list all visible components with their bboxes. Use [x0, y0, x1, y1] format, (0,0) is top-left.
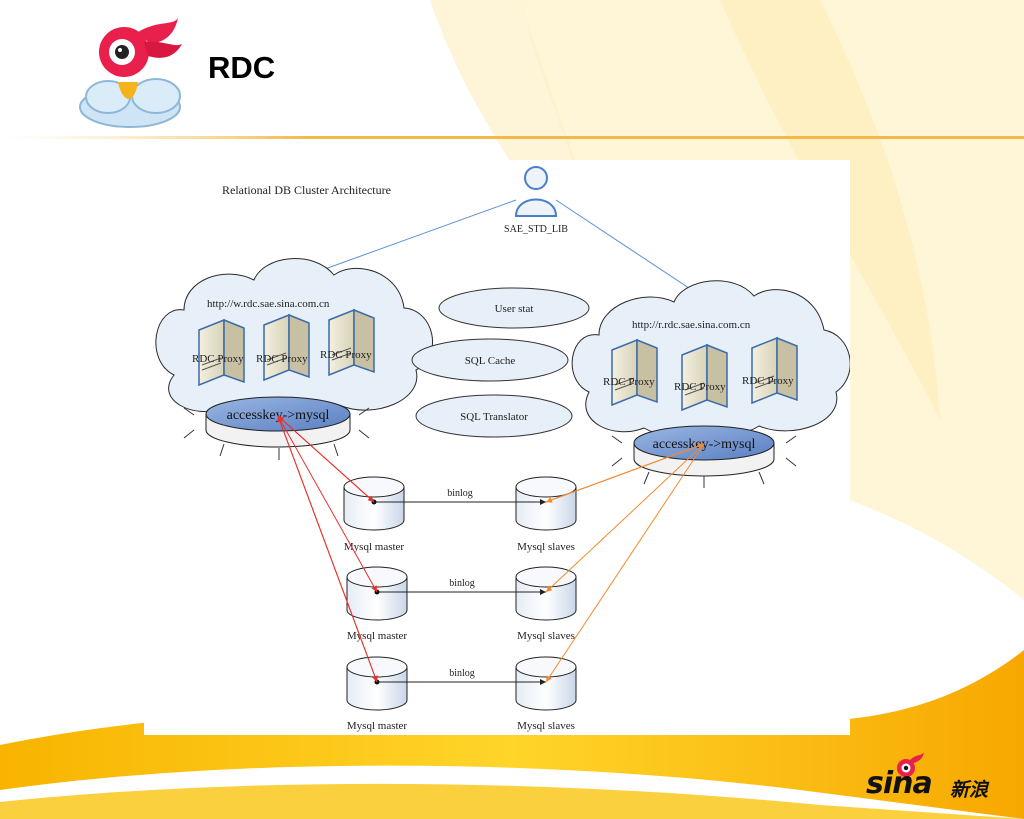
read-cluster-url: http://r.rdc.sae.sina.com.cn — [632, 319, 751, 331]
write-proxy-server-3 — [328, 308, 375, 377]
brand-chinese: 新浪 — [950, 779, 989, 801]
architecture-diagram: Relational DB Cluster Architecture SAE_S… — [144, 160, 850, 735]
service-user-stat: User stat — [438, 287, 590, 329]
read-proxy-label-2: RDC Proxy — [674, 381, 726, 393]
read-links — [545, 443, 705, 683]
read-router-disk — [611, 425, 797, 488]
mysql-slave-1 — [515, 476, 577, 531]
binlog-label-1: binlog — [447, 488, 473, 499]
service-sql-translator: SQL Translator — [415, 394, 573, 438]
binlog-label-2: binlog — [449, 578, 475, 589]
master-label-1: Mysql master — [344, 541, 405, 553]
mysql-master-2 — [346, 566, 408, 621]
write-proxy-server-1 — [198, 318, 245, 387]
service-label-sql-cache: SQL Cache — [465, 355, 516, 367]
brand-wordmark: sina — [866, 766, 933, 801]
master-label-3: Mysql master — [347, 720, 408, 732]
write-cluster-url: http://w.rdc.sae.sina.com.cn — [207, 298, 330, 310]
mysql-master-3 — [346, 656, 408, 711]
binlog-label-3: binlog — [449, 668, 475, 679]
read-proxy-label-3: RDC Proxy — [742, 375, 794, 387]
service-label-user-stat: User stat — [495, 303, 534, 315]
service-sql-cache: SQL Cache — [411, 338, 569, 382]
write-proxy-label-3: RDC Proxy — [320, 349, 372, 361]
write-links — [277, 415, 378, 683]
write-proxy-server-2 — [263, 313, 310, 382]
write-proxy-label-1: RDC Proxy — [192, 353, 244, 365]
master-label-2: Mysql master — [347, 630, 408, 642]
read-proxy-server-2 — [681, 343, 728, 412]
read-proxy-label-1: RDC Proxy — [603, 376, 655, 388]
slave-label-1: Mysql slaves — [517, 541, 575, 553]
sina-eye-icon — [897, 752, 924, 777]
service-label-sql-translator: SQL Translator — [460, 411, 528, 423]
write-router-label: accesskey->mysql — [227, 408, 330, 423]
diagram-heading: Relational DB Cluster Architecture — [222, 183, 391, 197]
user-icon — [514, 166, 558, 217]
write-router-disk — [183, 396, 370, 460]
user-label: SAE_STD_LIB — [504, 224, 568, 235]
mascot-logo — [79, 18, 182, 128]
slave-label-2: Mysql slaves — [517, 630, 575, 642]
read-proxy-server-3 — [751, 336, 798, 405]
write-proxy-label-2: RDC Proxy — [256, 353, 308, 365]
slide-title: RDC — [208, 50, 276, 85]
mysql-slave-2 — [515, 566, 577, 621]
mysql-master-1 — [343, 476, 405, 531]
read-proxy-server-1 — [611, 338, 658, 407]
slave-label-3: Mysql slaves — [517, 720, 575, 732]
mysql-slave-3 — [515, 656, 577, 711]
